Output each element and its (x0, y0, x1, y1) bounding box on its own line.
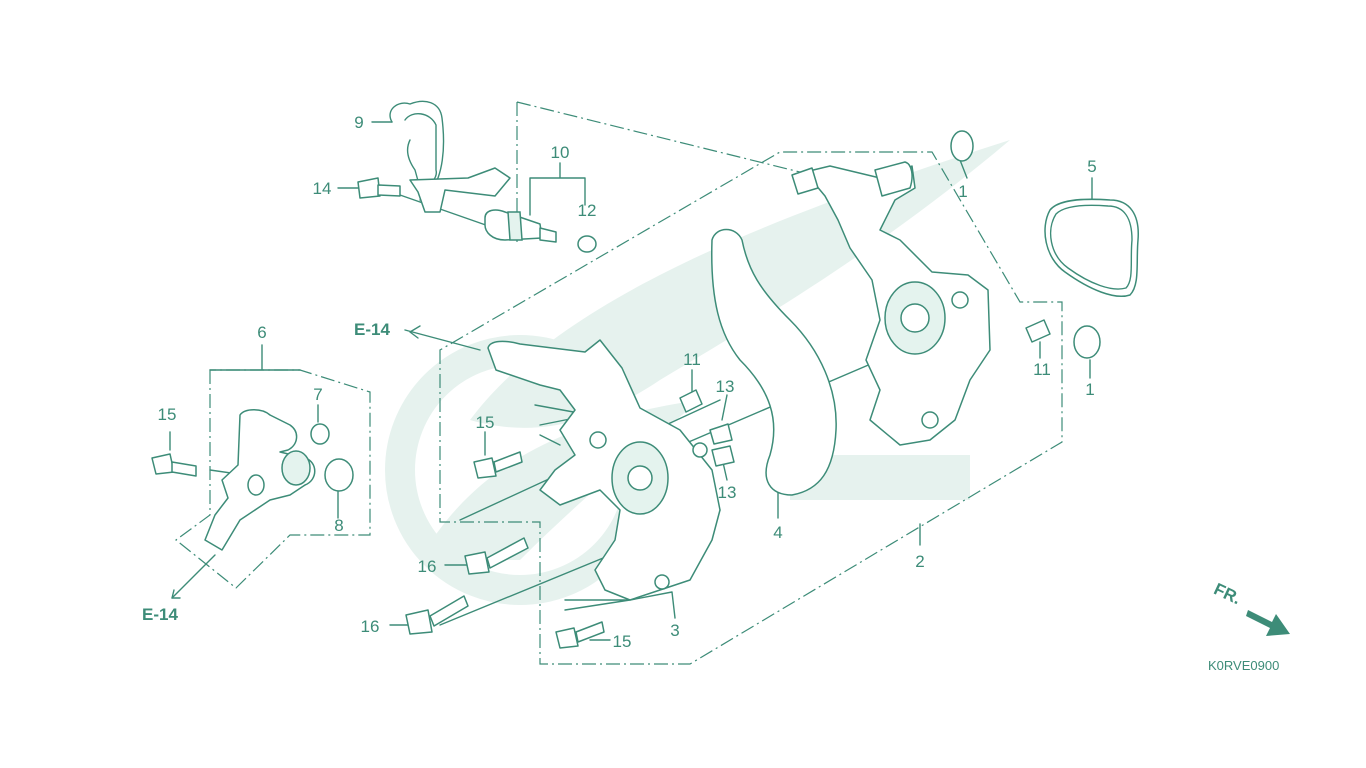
wire-clip-part (389, 100, 511, 213)
callout-14: 14 (313, 179, 332, 198)
callout-labels: 1 1 2 3 4 5 6 7 8 9 10 11 11 12 13 13 14… (158, 113, 1097, 651)
dowel-pin-11b-part (1025, 319, 1051, 343)
water-pump-cover-part (487, 339, 721, 601)
callout-15c: 15 (613, 632, 632, 651)
callout-15a: 15 (158, 405, 177, 424)
callout-4: 4 (773, 523, 782, 542)
water-pump-body-part (791, 161, 991, 446)
callout-11a: 11 (683, 350, 701, 369)
assembly-frames (175, 101, 1063, 665)
bolt-16a-part (464, 537, 529, 575)
callout-13a: 13 (716, 377, 735, 396)
callout-15b: 15 (476, 413, 495, 432)
o-ring-12-part (577, 235, 597, 253)
o-ring-1b-part (1073, 325, 1101, 359)
diagram-code: K0RVE0900 (1208, 658, 1279, 673)
callout-11b: 11 (1033, 360, 1051, 379)
callout-13b: 13 (718, 483, 737, 502)
bolt-15b-part (473, 451, 523, 479)
callout-7: 7 (313, 385, 322, 404)
gasket-4-part (710, 228, 837, 496)
ref-arrow-upper (409, 325, 421, 339)
callout-12: 12 (578, 201, 597, 220)
thermostat-housing-part (204, 409, 316, 551)
temperature-sensor-part (484, 209, 557, 243)
front-arrow-icon (1246, 610, 1290, 636)
bolt-16b-part (405, 595, 469, 635)
callout-9: 9 (354, 113, 363, 132)
bolt-14-part (357, 177, 401, 199)
dowel-pin-11a-part (679, 389, 703, 413)
callout-6: 6 (257, 323, 266, 342)
leader-lines (169, 121, 1093, 641)
o-ring-8-part (324, 458, 354, 492)
callout-10: 10 (551, 143, 570, 162)
callout-8: 8 (334, 516, 343, 535)
gasket-5-part (1044, 198, 1139, 297)
o-ring-7-part (310, 423, 330, 445)
o-ring-1a-part (950, 130, 974, 162)
callout-5: 5 (1087, 157, 1096, 176)
bolt-15c-part (555, 621, 605, 649)
callout-2: 2 (915, 552, 924, 571)
bolt-15a-part (151, 453, 197, 477)
ref-arrow-lower (171, 589, 181, 599)
front-marker-label: FR. (1211, 579, 1244, 608)
callout-1a: 1 (958, 182, 967, 201)
callout-16a: 16 (418, 557, 437, 576)
collar-13a-part (709, 423, 733, 445)
ref-label-upper[interactable]: E-14 (354, 320, 390, 339)
callout-16b: 16 (361, 617, 380, 636)
callout-1b: 1 (1085, 380, 1094, 399)
ref-label-lower[interactable]: E-14 (142, 605, 178, 624)
collar-13b-part (711, 445, 735, 467)
callout-3: 3 (670, 621, 679, 640)
